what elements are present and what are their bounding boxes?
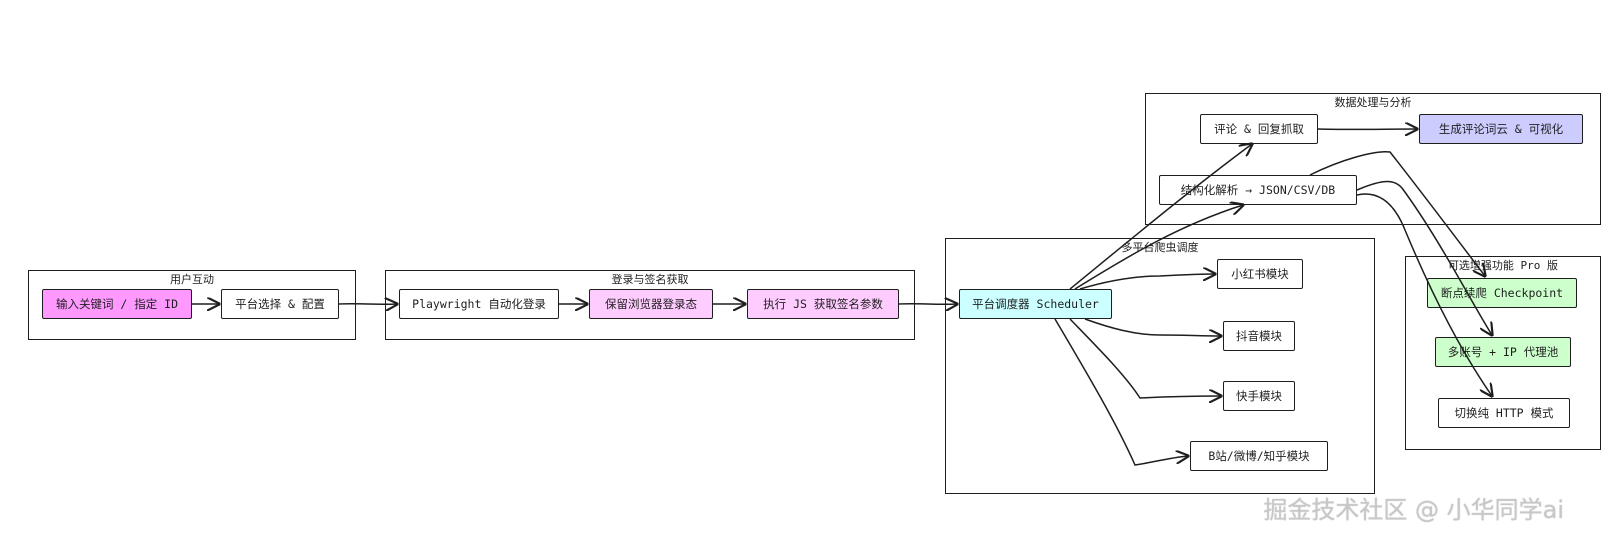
node-label: 小红书模块: [1231, 267, 1289, 281]
node-exec-js: 执行 JS 获取签名参数: [747, 289, 899, 319]
node-label: 切换纯 HTTP 模式: [1454, 406, 1554, 420]
node-label: 执行 JS 获取签名参数: [763, 297, 883, 311]
node-label: 快手模块: [1236, 389, 1282, 403]
node-label: 断点续爬 Checkpoint: [1440, 286, 1564, 300]
node-xiaohongshu: 小红书模块: [1217, 259, 1303, 289]
node-proxy-pool: 多账号 + IP 代理池: [1435, 337, 1571, 367]
group-title: 可选增强功能 Pro 版: [1447, 259, 1559, 272]
node-comment-fetch: 评论 & 回复抓取: [1200, 114, 1318, 144]
node-keep-login: 保留浏览器登录态: [589, 289, 713, 319]
group-title: 数据处理与分析: [1334, 96, 1412, 109]
group-title: 用户互动: [170, 273, 214, 286]
node-playwright-login: Playwright 自动化登录: [399, 289, 559, 319]
node-label: 保留浏览器登录态: [605, 297, 697, 311]
node-http-mode: 切换纯 HTTP 模式: [1438, 398, 1570, 428]
node-label: 输入关键词 / 指定 ID: [55, 297, 179, 311]
group-title: 登录与签名获取: [611, 273, 689, 286]
node-structured-parse: 结构化解析 → JSON/CSV/DB: [1159, 175, 1357, 205]
group-title: 多平台爬虫调度: [1121, 241, 1199, 254]
watermark: 掘金技术社区 @ 小华同学ai: [1263, 496, 1564, 524]
node-wordcloud: 生成评论词云 & 可视化: [1419, 114, 1583, 144]
node-bili-weibo-zhihu: B站/微博/知乎模块: [1190, 441, 1328, 471]
group-data-processing: 数据处理与分析: [1145, 93, 1601, 225]
node-checkpoint: 断点续爬 Checkpoint: [1427, 278, 1577, 308]
node-label: B站/微博/知乎模块: [1208, 449, 1310, 463]
node-kuaishou: 快手模块: [1223, 381, 1295, 411]
node-label: 平台调度器 Scheduler: [972, 297, 1099, 311]
node-label: 多账号 + IP 代理池: [1447, 345, 1559, 359]
node-label: 平台选择 & 配置: [235, 297, 325, 311]
node-input-keyword: 输入关键词 / 指定 ID: [42, 289, 192, 319]
node-label: 结构化解析 → JSON/CSV/DB: [1180, 183, 1336, 197]
node-label: Playwright 自动化登录: [412, 297, 546, 311]
node-label: 评论 & 回复抓取: [1214, 122, 1304, 136]
node-platform-select: 平台选择 & 配置: [221, 289, 339, 319]
node-label: 抖音模块: [1236, 329, 1282, 343]
node-platform-scheduler: 平台调度器 Scheduler: [959, 289, 1112, 319]
node-douyin: 抖音模块: [1223, 321, 1295, 351]
node-label: 生成评论词云 & 可视化: [1438, 122, 1564, 136]
